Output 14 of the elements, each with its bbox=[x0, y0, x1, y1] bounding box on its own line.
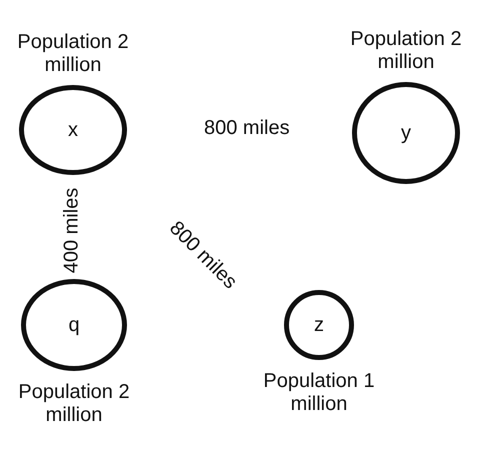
city-label: q bbox=[68, 314, 80, 336]
city-circle bbox=[284, 290, 354, 360]
population-caption: Population 2 million bbox=[16, 31, 130, 77]
distance-label: 400 miles bbox=[60, 187, 84, 273]
city-label: z bbox=[314, 314, 324, 336]
distance-label: 800 miles bbox=[204, 116, 290, 140]
population-caption: Population 1 million bbox=[262, 370, 376, 416]
city-label: x bbox=[68, 118, 78, 142]
city-circle bbox=[352, 82, 460, 184]
population-caption: Population 2 million bbox=[17, 381, 131, 427]
city-label: y bbox=[401, 122, 411, 144]
population-caption: Population 2 million bbox=[349, 28, 463, 74]
city-circle bbox=[21, 279, 127, 371]
city-circle bbox=[19, 85, 127, 175]
